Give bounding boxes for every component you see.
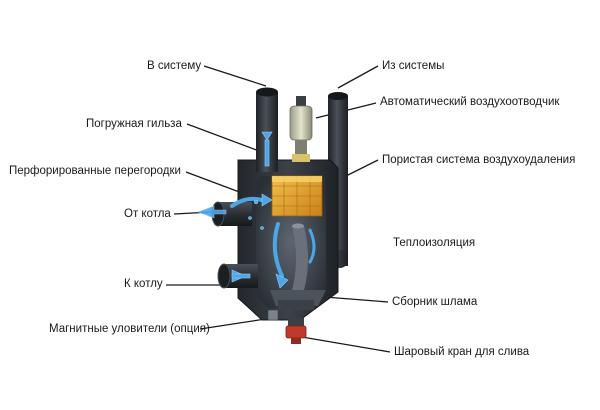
air-vent	[289, 96, 313, 162]
label-to-boiler: К котлу	[124, 278, 163, 290]
magnetic-trap	[267, 309, 279, 321]
leader-from-system	[337, 65, 379, 89]
leader-magnetic	[199, 317, 273, 330]
porous-core	[271, 175, 323, 217]
flow-arrows	[197, 131, 316, 289]
label-to-system: В систему	[147, 60, 202, 72]
label-sludge-collector: Сборник шлама	[392, 296, 478, 308]
label-drain-ball-valve: Шаровый кран для слива	[394, 346, 530, 358]
leader-drain	[295, 335, 391, 353]
label-perforated-baffles: Перфорированные перегородки	[9, 165, 181, 177]
inner-tube	[292, 223, 308, 290]
label-thermal-insulation: Теплоизоляция	[393, 237, 476, 249]
label-immersion-sleeve: Погружная гильза	[86, 118, 182, 130]
outlet-pipe	[217, 263, 258, 289]
label-from-system: Из системы	[382, 60, 445, 72]
label-auto-air-vent: Автоматический воздухоотводчик	[380, 96, 560, 108]
sludge-chamber	[270, 290, 326, 310]
label-from-boiler: От котла	[124, 208, 171, 220]
label-porous-air-removal: Пористая система воздухоудаления	[382, 154, 576, 166]
leader-immersion-sleeve	[186, 123, 263, 153]
label-magnetic-traps: Магнитные уловители (опция)	[49, 323, 210, 335]
leader-to-system	[203, 65, 267, 87]
drain-valve	[285, 318, 307, 344]
